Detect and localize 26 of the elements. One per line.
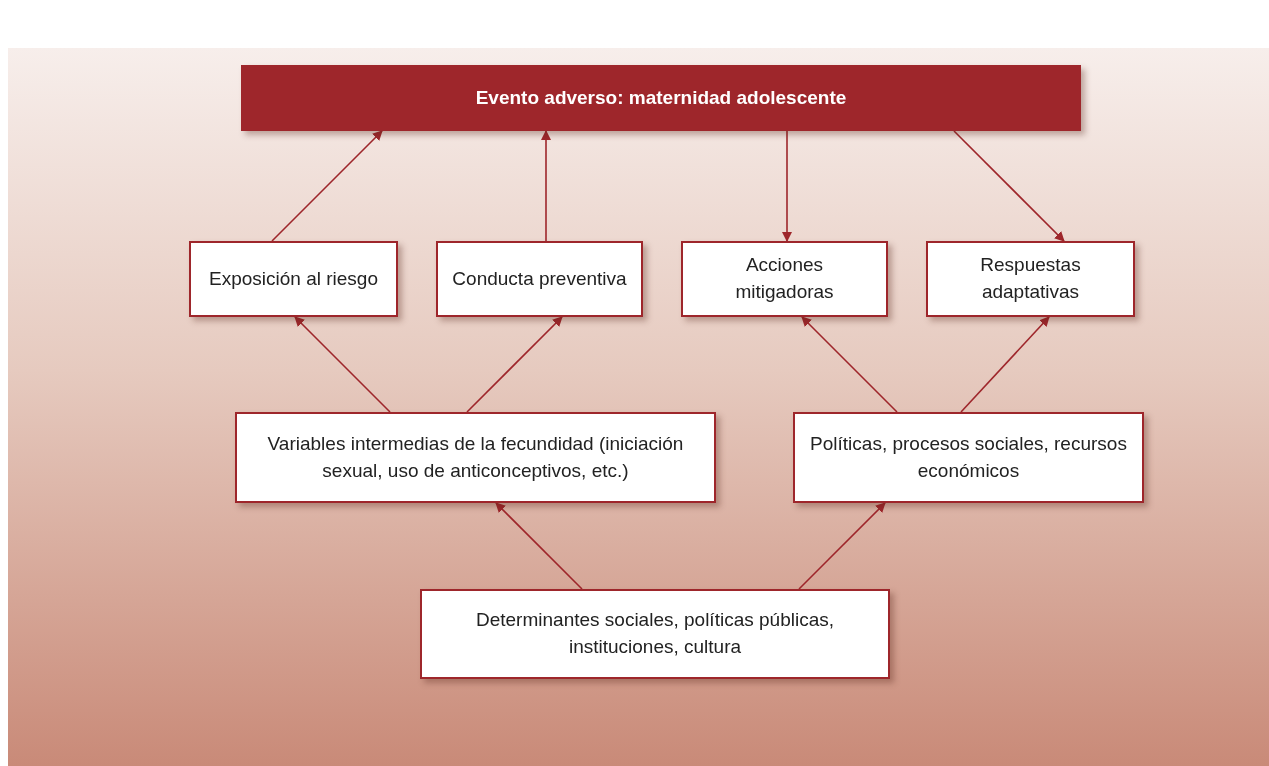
arrow: [953, 130, 1065, 242]
process-box: [235, 412, 716, 503]
box-text: Variables intermedias de la fecundidad (iniciación sexual, uso de anticonceptivos, etc.): [266, 431, 685, 483]
box-text: Determinantes sociales, políticas públicas, instituciones, cultura: [475, 608, 835, 659]
box-text: Exposición al riesgo: [209, 266, 378, 291]
arrow: [271, 130, 383, 242]
box-text: Acciones mitigadoras: [734, 253, 835, 304]
box-text: Respuestas adaptativas: [979, 253, 1082, 304]
process-box: [926, 241, 1135, 317]
arrow: [960, 316, 1050, 413]
process-box: [436, 241, 643, 317]
process-box: [420, 589, 890, 679]
process-box: [681, 241, 888, 317]
arrow: [294, 316, 391, 413]
title-banner: [241, 65, 1081, 131]
box-text: Políticas, procesos sociales, recursos económicos: [809, 431, 1128, 483]
arrow: [495, 502, 583, 590]
box-text: Conducta preventiva: [452, 266, 627, 291]
arrow: [801, 316, 898, 413]
arrow: [466, 316, 563, 413]
arrow: [782, 130, 792, 242]
process-box: [793, 412, 1144, 503]
arrow: [798, 502, 886, 590]
process-box: [189, 241, 398, 317]
arrow: [541, 130, 551, 242]
box-text: Evento adverso: maternidad adolescente: [475, 85, 847, 110]
